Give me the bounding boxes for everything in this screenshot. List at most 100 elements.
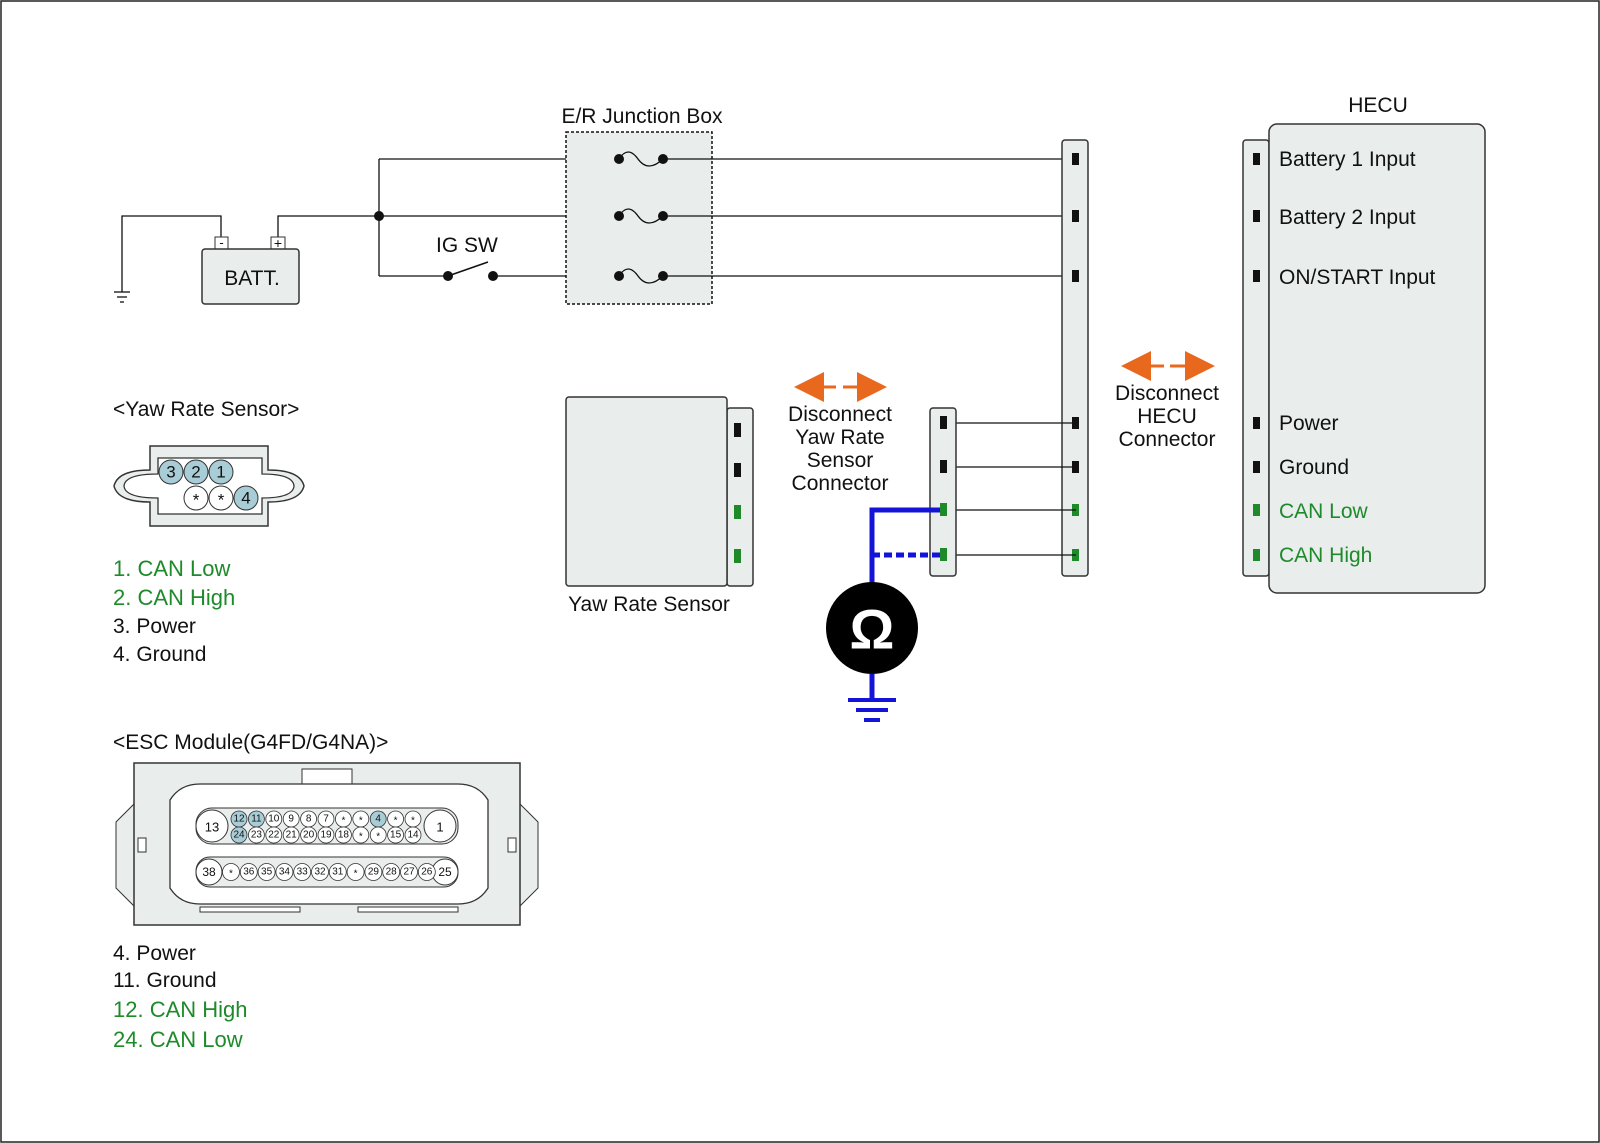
esc-pin-circle [311, 863, 329, 881]
disconnect-yaw-line1: Disconnect [788, 403, 892, 426]
esc-pin-circle [275, 863, 294, 881]
hecu-input-can-low: CAN Low [1279, 500, 1369, 523]
yaw-pin-star-2: * [218, 491, 225, 510]
battery-neg-label: - [219, 235, 223, 250]
esc-pin-circle [247, 826, 265, 844]
esc-pin-label: 31 [332, 867, 344, 878]
esc-pin-circle [300, 826, 318, 844]
yaw-legend: 1. CAN Low 2. CAN High 3. Power 4. Groun… [113, 556, 235, 666]
esc-pin-label: 10 [268, 814, 280, 825]
esc-pin-circle [265, 826, 283, 844]
esc-pin-label: 33 [297, 867, 309, 878]
yaw-connector-title: <Yaw Rate Sensor> [113, 398, 299, 421]
ohmmeter: Ω [826, 507, 940, 722]
esc-pin-label: 27 [403, 867, 415, 878]
esc-pin-circle [222, 863, 240, 881]
hecu-title: HECU [1348, 94, 1408, 117]
esc-pin-38: 38 [202, 865, 216, 879]
yaw-pin-2: 2 [191, 463, 200, 482]
esc-pin-label: 26 [421, 867, 433, 878]
esc-pin-circle [293, 863, 312, 881]
esc-pin-label: 34 [279, 867, 291, 878]
esc-pin-circle [404, 826, 422, 844]
esc-pin-label: * [354, 869, 358, 880]
esc-pin-circle [382, 863, 401, 881]
esc-pin-label: * [359, 816, 363, 827]
disconnect-hecu-note: Disconnect HECU Connector [1115, 351, 1219, 451]
hecu-input-power: Power [1279, 412, 1339, 435]
esc-pin-label: * [394, 816, 398, 827]
esc-pin-circle [352, 826, 370, 844]
jb-to-harness-wires [663, 158, 1076, 277]
esc-pin-label: 12 [233, 814, 245, 825]
esc-pin-circle [387, 826, 405, 844]
esc-pin-circle [230, 826, 248, 844]
esc-pin-label: * [376, 832, 380, 843]
esc-pin-label: 21 [286, 830, 298, 841]
esc-pin-label: 35 [261, 867, 273, 878]
yaw-pin-star-1: * [193, 491, 200, 510]
ohm-symbol: Ω [850, 598, 895, 661]
yaw-legend-1: 1. CAN Low [113, 556, 230, 581]
esc-pin-label: 23 [251, 830, 263, 841]
esc-pin-circle [282, 826, 300, 844]
esc-pin-label: 11 [251, 814, 262, 825]
esc-pin-circle [417, 863, 436, 881]
supply-wires: IG SW [374, 158, 619, 281]
yaw-harness-connector [929, 407, 957, 577]
esc-pin-label: 22 [268, 830, 280, 841]
yaw-sensor-label: Yaw Rate Sensor [568, 593, 730, 616]
esc-pin-label: 29 [368, 867, 380, 878]
fuse-1 [614, 151, 668, 167]
hecu-input-battery1: Battery 1 Input [1279, 148, 1416, 171]
esc-pin-label: 9 [288, 814, 294, 825]
hecu-input-on-start: ON/START Input [1279, 266, 1436, 289]
yaw-connector-face: <Yaw Rate Sensor> 3 2 1 * * 4 [113, 398, 305, 527]
yaw-pin-3: 3 [166, 463, 175, 482]
yaw-pin-4: 4 [241, 489, 250, 508]
esc-pin-label: 19 [320, 830, 332, 841]
esc-legend-4: 24. CAN Low [113, 1027, 243, 1052]
esc-pin-label: 18 [338, 830, 350, 841]
disconnect-hecu-line2: HECU [1137, 405, 1197, 428]
esc-pin-25: 25 [438, 865, 452, 879]
esc-pin-label: * [341, 816, 345, 827]
yaw-legend-4: 4. Ground [113, 643, 206, 666]
esc-pin-circle [400, 863, 418, 881]
esc-legend-3: 12. CAN High [113, 997, 248, 1022]
hecu-input-battery2: Battery 2 Input [1279, 206, 1416, 229]
esc-pin-label: 36 [243, 867, 255, 878]
esc-pin-label: 7 [323, 814, 329, 825]
esc-legend: 4. Power 11. Ground 12. CAN High 24. CAN… [113, 942, 248, 1052]
junction-box: E/R Junction Box [561, 105, 723, 305]
esc-pin-label: 28 [386, 867, 398, 878]
esc-pin-circle [369, 826, 387, 844]
yaw-legend-2: 2. CAN High [113, 585, 235, 610]
yaw-legend-3: 3. Power [113, 615, 196, 638]
esc-pin-circle [257, 863, 276, 881]
hecu-input-ground: Ground [1279, 456, 1349, 479]
esc-pin-circle [346, 863, 365, 881]
ig-switch-label: IG SW [436, 234, 498, 257]
esc-pin-circle [328, 863, 347, 881]
esc-pin-label: 15 [390, 830, 402, 841]
esc-legend-1: 4. Power [113, 942, 196, 965]
esc-pin-label: 32 [314, 867, 326, 878]
esc-pin-label: * [359, 832, 363, 843]
junction-box-label: E/R Junction Box [561, 105, 723, 128]
yaw-pin-1: 1 [216, 463, 225, 482]
esc-pin-13: 13 [205, 820, 219, 835]
esc-pin-circle [364, 863, 383, 881]
disconnect-hecu-line3: Connector [1119, 428, 1216, 451]
esc-legend-2: 11. Ground [113, 969, 217, 992]
disconnect-yaw-note: Disconnect Yaw Rate Sensor Connector [788, 372, 892, 495]
esc-pin-label: 8 [306, 814, 312, 825]
yaw-sensor-unit: Yaw Rate Sensor [565, 396, 754, 616]
esc-pin-circle [334, 826, 352, 844]
esc-title: <ESC Module(G4FD/G4NA)> [113, 731, 388, 754]
